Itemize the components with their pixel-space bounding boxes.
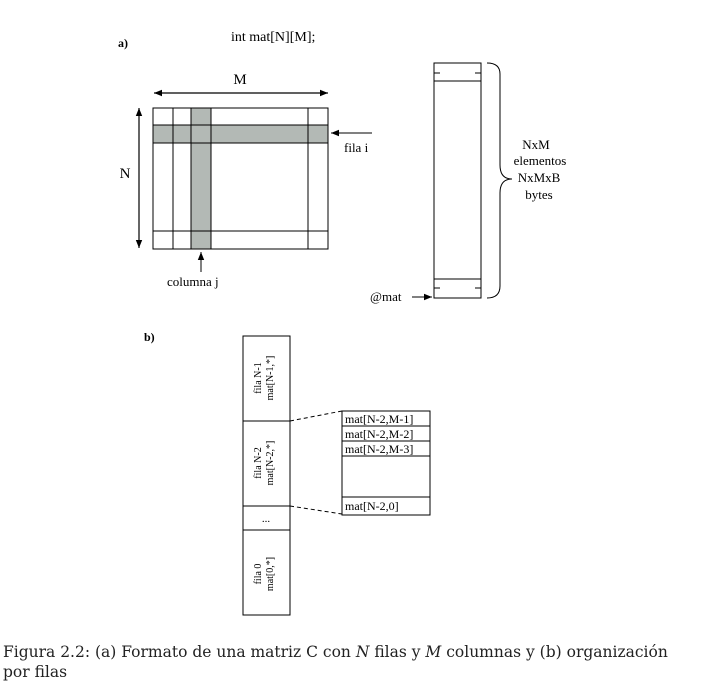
column-j-label: columna j: [167, 274, 219, 289]
cell-0: mat[N-2,0]: [345, 499, 399, 513]
highlight-row-i: [152, 124, 329, 144]
row-mid-name: fila N-2: [253, 447, 264, 478]
caption-text-2: filas y: [369, 643, 426, 661]
panel-b-label: b): [144, 330, 155, 344]
size-brace: [486, 62, 513, 299]
caption-text-1: Figura 2.2: (a) Formato de una matriz C …: [3, 643, 356, 661]
panel-a: a) int mat[N][M]; M N fila i: [118, 30, 566, 304]
size-line4: bytes: [525, 187, 552, 202]
connector-top: [289, 410, 343, 422]
cell-m-3: mat[N-2,M-3]: [345, 442, 413, 456]
row-bottom-ref: mat[0,*]: [265, 557, 276, 591]
highlight-column-j: [190, 107, 212, 250]
n-dimension-label: N: [120, 166, 131, 182]
connector-bottom: [289, 505, 343, 515]
memory-column: [433, 62, 482, 299]
array-declaration: int mat[N][M];: [231, 30, 315, 45]
m-dimension-label: M: [233, 72, 246, 88]
panel-b: b) fila N-1 mat[N-1,*] fila N-2 mat[N-2,…: [144, 330, 431, 616]
row-i-label: fila i: [344, 140, 369, 155]
row-bottom-name: fila 0: [253, 564, 264, 585]
size-line3: NxMxB: [518, 170, 561, 185]
row-ellipsis: ...: [262, 513, 271, 525]
cell-m-2: mat[N-2,M-2]: [345, 427, 413, 441]
cell-m-1: mat[N-2,M-1]: [345, 412, 413, 426]
row-mid-ref: mat[N-2,*]: [265, 441, 276, 486]
expanded-row: [341, 410, 431, 516]
base-address-label: @mat: [370, 289, 402, 304]
size-line1: NxM: [522, 137, 550, 152]
size-annotation: NxM elementos NxMxB bytes: [514, 137, 567, 202]
row-top-name: fila N-1: [253, 362, 264, 393]
caption-var-m: M: [425, 643, 442, 661]
row-storage-column: [242, 335, 291, 616]
size-line2: elementos: [514, 153, 567, 168]
figure-caption: Figura 2.2: (a) Formato de una matriz C …: [3, 642, 723, 682]
caption-text-4: por filas: [3, 663, 68, 681]
caption-text-3: columnas y (b) organización: [441, 643, 668, 661]
row-top-ref: mat[N-1,*]: [265, 356, 276, 401]
caption-var-n: N: [355, 643, 370, 661]
panel-a-label: a): [118, 36, 128, 50]
